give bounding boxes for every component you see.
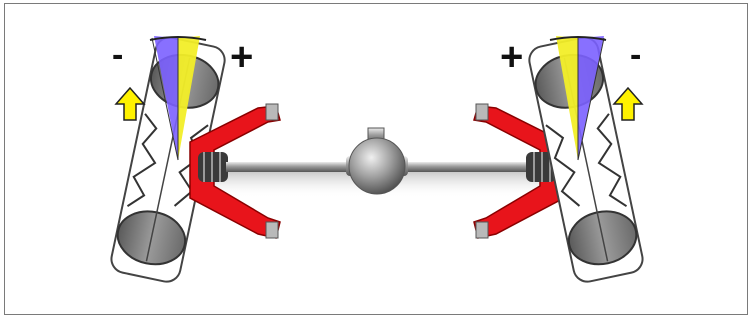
right-axle-shaft: [398, 162, 528, 172]
left-axle-shaft: [226, 162, 356, 172]
right-minus-label: -: [630, 36, 641, 74]
left-cv-boot: [198, 152, 228, 182]
left-plus-label: +: [230, 35, 253, 79]
differential: [346, 128, 408, 194]
left-minus-label: -: [112, 36, 123, 74]
right-plus-label: +: [500, 35, 523, 79]
up-arrow-icon: [614, 88, 642, 120]
up-arrow-icon: [116, 88, 144, 120]
